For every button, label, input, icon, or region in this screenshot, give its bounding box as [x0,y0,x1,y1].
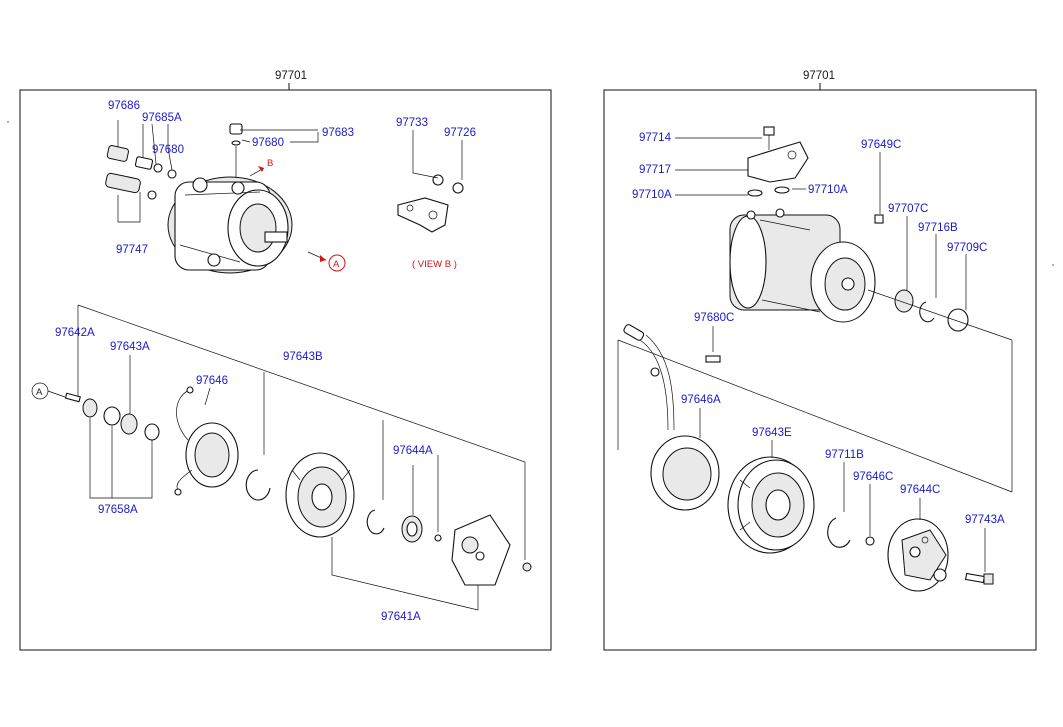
pulley-left [285,452,355,538]
label-97644a: 97644A [393,445,433,457]
label-97643b: 97643B [283,351,323,363]
label-97658a: 97658A [98,504,138,516]
seal-97707c [894,289,914,313]
field-coil-97646 [174,386,239,496]
label-97680c: 97680C [694,312,734,324]
label-97733: 97733 [396,117,428,129]
armature-right [887,518,949,592]
snap-ring-small [366,509,385,535]
label-97643e: 97643E [752,427,792,439]
label-97726: 97726 [444,127,476,139]
view-b-caption: ( VIEW B ) [412,259,457,270]
screw-97680c [705,355,721,363]
shim-1 [82,398,98,418]
marker-a: A [333,259,340,270]
marker-a2: A [36,387,43,398]
compressor-right [729,208,876,323]
left-panel-frame [19,89,552,651]
label-97680b: 97680 [252,137,284,149]
stray-dot-2 [1052,264,1054,266]
snap-ring-right [827,517,851,548]
pulley-right [727,456,815,554]
snap-ring-left [245,469,271,501]
label-97649c: 97649C [861,139,901,151]
field-coil-right [623,324,720,511]
armature-left [451,514,511,586]
label-97641a: 97641A [381,611,421,623]
marker-b: B [267,158,273,169]
block-97717 [747,141,809,183]
label-97646a: 97646A [681,394,721,406]
label-97646c: 97646C [853,471,893,483]
label-97747: 97747 [116,244,148,256]
label-97711b: 97711B [825,449,864,461]
label-97714: 97714 [639,132,672,144]
compressor-left [167,176,293,274]
label-97686: 97686 [108,100,140,112]
label-97710a-left: 97710A [632,189,672,201]
left-assembly-label: 97701 [275,70,307,82]
bolt-97743a [964,572,986,584]
label-97743a: 97743A [965,514,1005,526]
view-b-detail [397,174,464,233]
nut-left [522,562,532,572]
label-97642a: 97642A [55,327,95,339]
label-97643a: 97643A [110,341,150,353]
label-97716b: 97716B [918,222,958,234]
left-panel: 97701 B A [19,70,552,651]
bolt-97714 [763,126,775,136]
right-panel: 97701 [603,70,1037,651]
marker-a-circle [328,254,346,272]
label-97683: 97683 [322,127,354,139]
label-97709c: 97709C [947,242,987,254]
label-97644c: 97644C [900,484,940,496]
washer-97646c [865,536,875,546]
stray-dot-1 [7,121,9,123]
fitting-97686 [106,145,129,162]
label-97707c: 97707C [888,203,928,215]
label-97685a: 97685A [142,112,182,124]
label-97710a-right: 97710A [808,184,848,196]
label-97717: 97717 [639,164,671,176]
fitting-97747 [105,172,141,194]
right-assembly-label: 97701 [803,70,835,82]
label-97646: 97646 [196,375,228,387]
label-97680: 97680 [152,144,184,156]
